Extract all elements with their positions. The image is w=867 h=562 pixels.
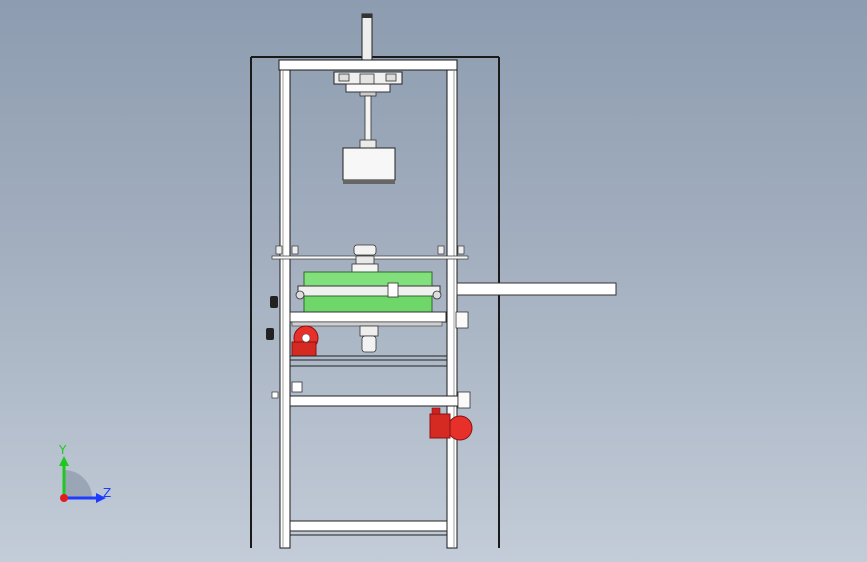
center-shaft[interactable] (351, 244, 379, 275)
bottom-crossbar[interactable] (289, 520, 448, 536)
vertical-cylinder[interactable] (361, 13, 373, 61)
y-axis-label: Y (58, 443, 67, 457)
inner-frame[interactable] (279, 69, 458, 549)
z-arrowhead-icon (96, 493, 106, 503)
press-head[interactable] (342, 147, 396, 184)
triad-origin (60, 494, 68, 502)
orientation-triad: Y Z (58, 443, 111, 503)
cylinder-mount[interactable] (333, 71, 403, 97)
z-axis-label: Z (103, 486, 111, 500)
green-platen[interactable] (295, 271, 442, 313)
lower-plate[interactable] (289, 311, 469, 353)
mid-crossbars[interactable] (271, 355, 471, 409)
piston-rod[interactable] (359, 95, 377, 149)
left-knobs (266, 296, 278, 340)
triad-quadrant (64, 470, 92, 498)
side-rail[interactable] (456, 282, 617, 296)
lower-motor-left[interactable] (291, 325, 319, 357)
top-crossbeam[interactable] (278, 59, 458, 71)
y-arrowhead-icon (59, 456, 69, 466)
outer-frame[interactable] (250, 56, 500, 548)
lower-motor-right[interactable] (429, 407, 473, 441)
